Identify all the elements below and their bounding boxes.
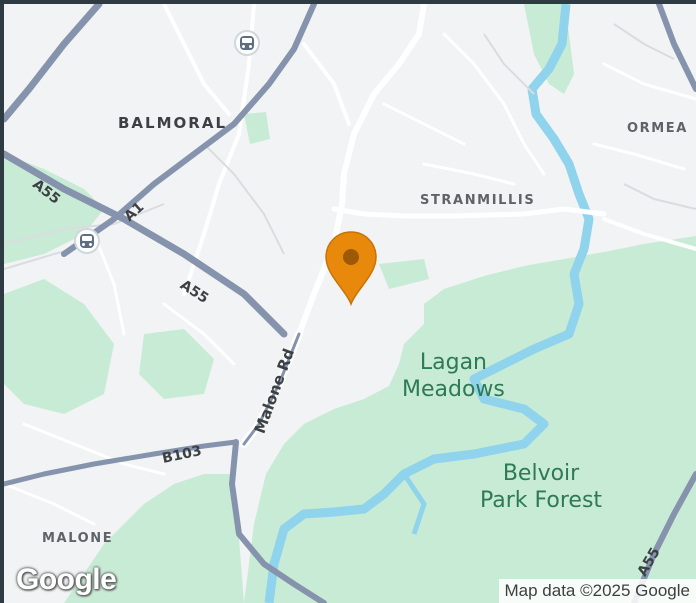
river-lagan xyxy=(264,4,594,603)
map-canvas[interactable] xyxy=(4,4,696,603)
park-balmoral-green xyxy=(244,112,270,144)
park-left-2 xyxy=(4,279,114,414)
park-label-lagan-meadows: Lagan Meadows xyxy=(402,350,505,402)
park-ormeau-edge xyxy=(604,239,696,334)
map-attribution[interactable]: Map data ©2025 Google xyxy=(498,579,696,603)
river-branch xyxy=(401,472,427,535)
area-label-malone: MALONE xyxy=(42,531,114,546)
train-station-icon[interactable] xyxy=(234,30,260,56)
train-station-icon[interactable] xyxy=(74,228,100,254)
park-label-belvoir: Belvoir Park Forest xyxy=(480,461,603,513)
park-left-3 xyxy=(139,329,214,399)
area-label-balmoral: BALMORAL xyxy=(118,114,227,132)
google-logo: Google xyxy=(16,563,117,596)
secondary-roads xyxy=(4,23,696,270)
area-label-ormeau: ORMEA xyxy=(627,121,688,136)
park-bottom-left xyxy=(64,474,244,603)
area-label-stranmillis: STRANMILLIS xyxy=(420,193,536,208)
park-small-green xyxy=(379,259,429,289)
map-container[interactable]: BALMORAL STRANMILLIS ORMEA MALONE Lagan … xyxy=(4,4,696,603)
map-pin-icon[interactable] xyxy=(324,230,378,306)
major-roads xyxy=(4,4,696,603)
pin-center-dot xyxy=(343,249,359,265)
